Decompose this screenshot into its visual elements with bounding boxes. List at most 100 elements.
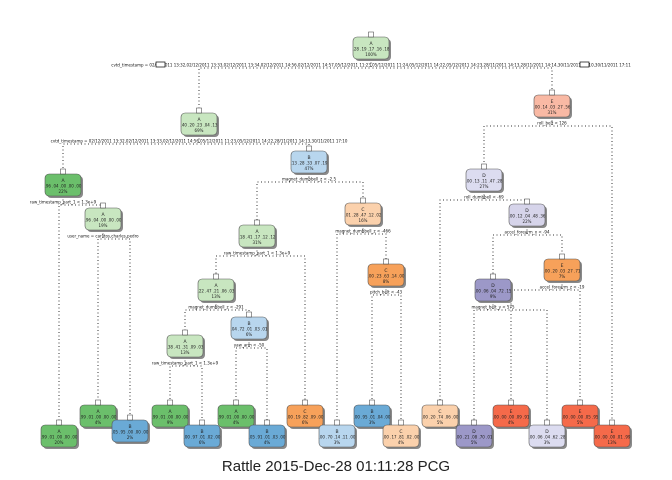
- node-class: A: [369, 41, 373, 47]
- node-class: A: [183, 339, 187, 345]
- tree-edge: [62, 196, 104, 208]
- tree-edge: [385, 286, 402, 425]
- node-percent: 9%: [167, 420, 174, 425]
- tree-edge: [551, 117, 613, 425]
- node-percent: 31%: [253, 240, 262, 245]
- leaf-node: B.00 .97 .01 .02 .006%: [184, 419, 222, 449]
- tree-edge: [235, 339, 250, 405]
- no-marker: [579, 61, 590, 68]
- node-probs: .99 .01 .00 .00 .00: [41, 435, 78, 440]
- tree-edge: [308, 173, 364, 203]
- node-class: C: [361, 207, 364, 213]
- node-class: A: [101, 212, 105, 218]
- leaf-node: B.05 .95 .00 .00 .002%: [112, 414, 150, 444]
- node-probs: .00 .17 .81 .02 .00: [383, 435, 420, 440]
- node-percent: 6%: [199, 440, 206, 445]
- node-class: D: [545, 429, 549, 435]
- node-class: D: [472, 429, 476, 435]
- node-class: E: [611, 429, 614, 435]
- node-percent: 6%: [246, 332, 253, 337]
- tree-edge: [184, 357, 203, 425]
- node-percent: 100%: [365, 52, 377, 57]
- node-percent: 22%: [59, 189, 68, 194]
- node-percent: 7%: [559, 274, 566, 279]
- node-class: D: [491, 283, 495, 289]
- split-label: accel_forearm_x < -94: [504, 230, 549, 235]
- node-class: A: [61, 178, 65, 184]
- node-percent: 47%: [305, 166, 314, 171]
- node-class: D: [482, 173, 486, 179]
- leaf-node: A.99 .01 .00 .00 .009%: [152, 399, 190, 429]
- split-label: roll_dumbbell < -69: [464, 195, 504, 200]
- node-class: A: [168, 409, 172, 415]
- node-probs: .01 .28 .47 .12 .02: [345, 213, 382, 218]
- node-probs: .00 .21 .08 .70 .01: [456, 435, 493, 440]
- node-class: B: [200, 429, 203, 435]
- node-percent: 22%: [523, 219, 532, 224]
- tree-edge: [362, 225, 387, 264]
- split-node: C.00 .23 .63 .14 .008%: [368, 258, 406, 288]
- node-probs: .18 .41 .17 .12 .12: [239, 235, 276, 240]
- node-class: A: [57, 429, 61, 435]
- tree-edge: [371, 286, 387, 405]
- node-class: B: [335, 429, 338, 435]
- node-percent: 5%: [437, 420, 444, 425]
- tree-edge: [248, 339, 268, 425]
- node-probs: .96 .04 .00 .00 .00: [45, 184, 82, 189]
- node-probs: .00 .95 .01 .04 .00: [354, 415, 391, 420]
- split-label: magnet_dumbbell_z < -2.5: [282, 177, 336, 182]
- leaf-node: B.00 .70 .14 .11 .003%: [319, 419, 357, 449]
- leaf-node: D.00 .21 .08 .70 .015%: [456, 419, 494, 449]
- node-probs: .00 .06 .04 .62 .28: [529, 435, 566, 440]
- leaf-node: A.99 .01 .00 .00 .004%: [218, 399, 256, 429]
- tree-edge: [97, 230, 104, 405]
- node-percent: 13%: [212, 294, 221, 299]
- node-probs: .05 .95 .00 .00 .00: [112, 430, 149, 435]
- tree-edges: [58, 59, 613, 425]
- leaf-node: B.00 .95 .01 .04 .003%: [354, 399, 392, 429]
- node-probs: .04 .72 .01 .03 .01: [231, 327, 268, 332]
- split-label: cvtd_timestamp = 02/12/2011 13:32,02/12/…: [51, 139, 348, 144]
- split-label: roll_belt < 126: [537, 121, 567, 126]
- node-percent: 3%: [369, 420, 376, 425]
- leaf-node: A.99 .01 .00 .00 .004%: [80, 399, 118, 429]
- leaf-node: E.00 .00 .00 .05 .955%: [562, 399, 600, 429]
- node-probs: .00 .97 .01 .02 .00: [184, 435, 221, 440]
- node-probs: .00 .00 .00 .09 .91: [493, 415, 530, 420]
- leaf-node: D.00 .06 .04 .62 .283%: [529, 419, 567, 449]
- node-probs: .00 .00 .00 .05 .95: [562, 415, 599, 420]
- node-percent: 19%: [99, 223, 108, 228]
- tree-edge: [58, 196, 64, 425]
- node-probs: .99 .01 .00 .00 .00: [80, 415, 117, 420]
- split-label: raw_timestamp_part_1 < 1.3e+9: [30, 200, 97, 205]
- node-probs: .99 .01 .00 .00 .00: [218, 415, 255, 420]
- node-percent: 9%: [490, 294, 497, 299]
- node-percent: 27%: [480, 184, 489, 189]
- node-percent: 3%: [544, 440, 551, 445]
- node-percent: 31%: [548, 110, 557, 115]
- tree-edge: [483, 191, 528, 204]
- yes-marker: [155, 61, 166, 68]
- node-probs: .99 .01 .00 .00 .00: [152, 415, 189, 420]
- node-probs: .05 .91 .01 .03 .00: [249, 435, 286, 440]
- node-percent: 4%: [95, 420, 102, 425]
- tree-edge: [510, 281, 563, 405]
- leaf-node: C.00 .17 .81 .02 .004%: [383, 419, 421, 449]
- node-class: E: [551, 99, 554, 105]
- node-class: E: [579, 409, 582, 415]
- node-probs: .38 .41 .31 .09 .03: [167, 345, 204, 350]
- node-percent: 4%: [233, 420, 240, 425]
- plot-caption: Rattle 2015-Dec-28 01:11:28 PCG: [221, 458, 451, 475]
- node-percent: 13%: [608, 440, 617, 445]
